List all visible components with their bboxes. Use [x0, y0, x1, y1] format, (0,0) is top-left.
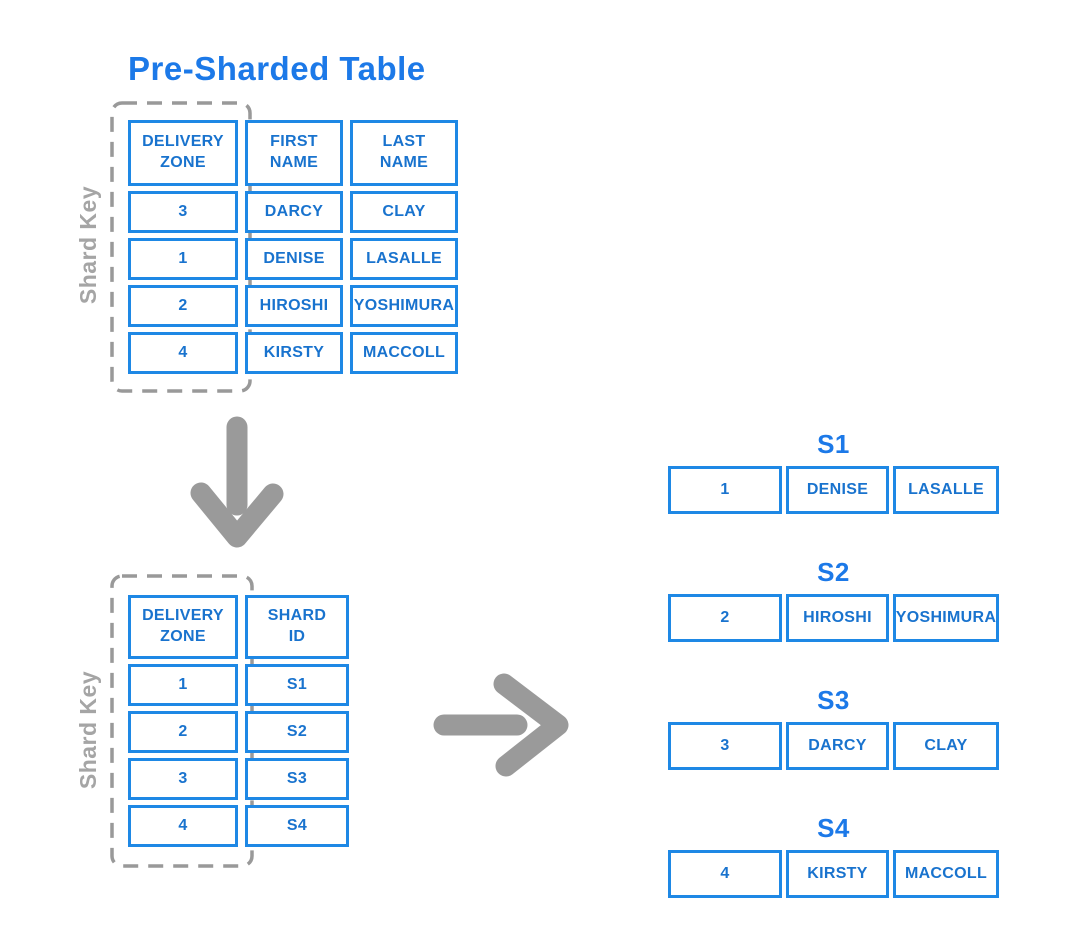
- shard-title: S2: [817, 557, 850, 587]
- table-cell: CLAY: [350, 191, 458, 233]
- shard-s3: S3 3 DARCY CLAY: [668, 684, 999, 770]
- shard-row: 4 KIRSTY MACCOLL: [668, 850, 999, 898]
- shard-row: 2 HIROSHI YOSHIMURA: [668, 594, 999, 642]
- table-cell: LASALLE: [350, 238, 458, 280]
- down-arrow-icon: [190, 416, 284, 548]
- shard-cell: KIRSTY: [786, 850, 889, 898]
- shard-cell: LASALLE: [893, 466, 999, 514]
- shard-row: 3 DARCY CLAY: [668, 722, 999, 770]
- shard-title: S1: [817, 429, 850, 459]
- shard-cell: CLAY: [893, 722, 999, 770]
- shard-s2: S2 2 HIROSHI YOSHIMURA: [668, 556, 999, 642]
- table-cell: 4: [128, 805, 238, 847]
- shard-key-outline-top: [110, 101, 252, 393]
- shard-key-outline-bottom: [110, 574, 254, 868]
- table-cell: S3: [245, 758, 349, 800]
- shard-cell: 3: [668, 722, 782, 770]
- shard-cell: 2: [668, 594, 782, 642]
- table-cell: 3: [128, 758, 238, 800]
- shard-cell: DARCY: [786, 722, 889, 770]
- table-cell: 2: [128, 711, 238, 753]
- table-cell: MACCOLL: [350, 332, 458, 374]
- column-header: DELIVERY ZONE: [128, 595, 238, 659]
- column-header: SHARD ID: [245, 595, 349, 659]
- shard-cell: 4: [668, 850, 782, 898]
- shard-title: S3: [817, 685, 850, 715]
- shard-cell: 1: [668, 466, 782, 514]
- shard-cell: DENISE: [786, 466, 889, 514]
- table-cell: 4: [128, 332, 238, 374]
- page-title: Pre-Sharded Table: [128, 50, 426, 87]
- shard-row: 1 DENISE LASALLE: [668, 466, 999, 514]
- shard-cell: MACCOLL: [893, 850, 999, 898]
- table-cell: S1: [245, 664, 349, 706]
- shard-key-label-top: Shard Key: [74, 185, 101, 305]
- column-header: LAST NAME: [350, 120, 458, 186]
- table-cell: KIRSTY: [245, 332, 343, 374]
- column-header: DELIVERY ZONE: [128, 120, 238, 186]
- shard-s1: S1 1 DENISE LASALLE: [668, 428, 999, 514]
- shard-map-table: DELIVERY ZONE SHARD ID 1 S1 2 S2 3 S3 4 …: [128, 595, 349, 847]
- table-cell: HIROSHI: [245, 285, 343, 327]
- pre-sharded-table: DELIVERY ZONE FIRST NAME LAST NAME 3 DAR…: [128, 120, 458, 374]
- shard-cell: YOSHIMURA: [893, 594, 999, 642]
- table-cell: YOSHIMURA: [350, 285, 458, 327]
- table-cell: S4: [245, 805, 349, 847]
- table-cell: 3: [128, 191, 238, 233]
- shard-s4: S4 4 KIRSTY MACCOLL: [668, 812, 999, 898]
- table-cell: DARCY: [245, 191, 343, 233]
- table-cell: 1: [128, 238, 238, 280]
- table-cell: S2: [245, 711, 349, 753]
- column-header: FIRST NAME: [245, 120, 343, 186]
- table-cell: 2: [128, 285, 238, 327]
- shard-title: S4: [817, 813, 850, 843]
- right-arrow-icon: [433, 673, 569, 777]
- shard-cell: HIROSHI: [786, 594, 889, 642]
- table-cell: 1: [128, 664, 238, 706]
- shard-key-label-bottom: Shard Key: [74, 670, 101, 790]
- table-cell: DENISE: [245, 238, 343, 280]
